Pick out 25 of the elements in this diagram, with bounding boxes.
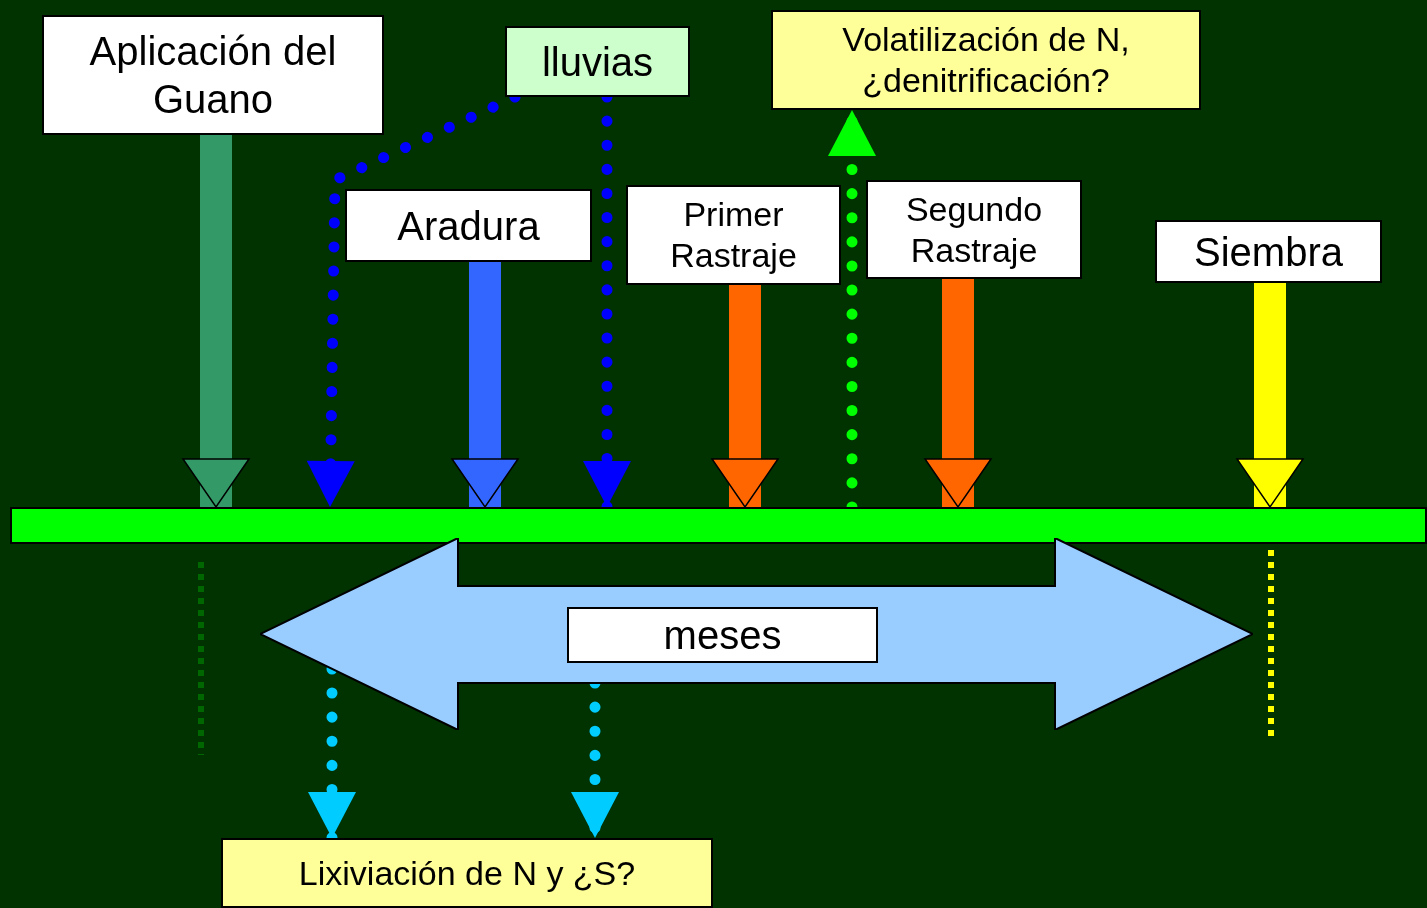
- event-box: [626, 185, 841, 285]
- box-label: Aradura: [397, 202, 540, 250]
- event-box: [505, 26, 690, 97]
- process-box: [221, 838, 713, 908]
- box-label: Volatilización de N, ¿denitrificación?: [841, 19, 1131, 101]
- box-label: meses: [663, 612, 782, 659]
- event-box: [866, 180, 1082, 279]
- block-arrow: [711, 285, 779, 508]
- process-box: [771, 10, 1201, 110]
- block-arrow: [182, 135, 250, 508]
- block-arrow: [451, 262, 519, 508]
- label-box: [567, 607, 878, 663]
- box-label: Primer Rastraje: [669, 194, 798, 276]
- duration-band: [260, 538, 1253, 730]
- event-box: [42, 15, 384, 135]
- block-arrow: [924, 279, 992, 508]
- event-box: [345, 189, 592, 262]
- timeline-bar: [10, 507, 1427, 544]
- box-label: Siembra: [1194, 228, 1343, 276]
- event-box: [1155, 220, 1382, 283]
- block-arrow: [1236, 283, 1304, 508]
- box-label: Segundo Rastraje: [904, 188, 1044, 271]
- box-label: lluvias: [541, 38, 654, 86]
- box-label: Lixiviación de N y ¿S?: [298, 852, 636, 894]
- box-label: Aplicación del Guano: [88, 28, 338, 123]
